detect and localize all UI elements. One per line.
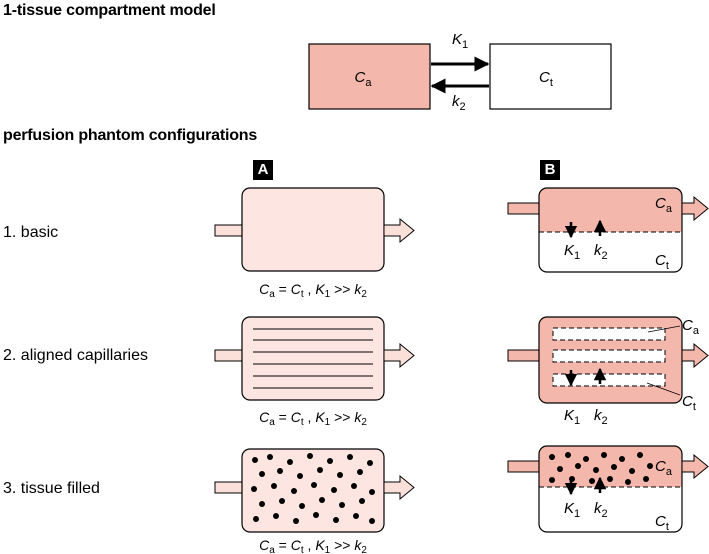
phantom-box [538,445,683,533]
config-b-tissue-filled: Ca Ct K1 k2 [507,445,709,533]
config-b-basic: Ca Ct K1 k2 [507,187,709,273]
ca-label: Ca [655,458,673,478]
equilibrium-caption: Ca = Ct , K1 >> k2 [259,409,367,428]
tissue-dots [251,453,375,524]
configurations-title: perfusion phantom configurations [3,127,258,144]
outflow-arrow [383,217,415,244]
equilibrium-caption: Ca = Ct , K1 >> k2 [259,537,367,554]
row-label-tissue-filled: 3. tissue filled [3,480,100,497]
inflow-arrow [214,224,246,237]
outflow-arrow [681,195,709,222]
ca-label: Ca [682,317,700,337]
row-label-aligned-capillaries: 2. aligned capillaries [3,347,148,364]
ct-label: Ct [655,513,669,533]
column-a-badge: A [253,160,273,180]
capillary-lines [253,328,373,389]
config-a-basic: Ca = Ct , K1 >> k2 [214,187,415,300]
phantom-box [538,187,683,273]
config-a-aligned-capillaries: Ca = Ct , K1 >> k2 [214,316,415,428]
inflow-arrow [507,202,543,215]
config-a-tissue-filled: Ca = Ct , K1 >> k2 [214,448,415,554]
inflow-arrow [507,349,543,362]
compartment-model: Ca Ct K1 k2 [308,31,612,113]
ct-label: Ct [655,252,669,272]
inflow-arrow [214,349,246,362]
arterial-compartment-label: Ca [355,69,373,89]
ca-leader-line [647,325,681,333]
outflow-arrow [383,342,415,369]
outflow-arrow [681,453,709,480]
ct-leader-line [646,382,681,396]
tissue-dots [549,452,653,485]
outflow-arrow [681,342,709,369]
tissue-compartment-label: Ct [539,69,553,89]
k2-rate-label: k2 [452,93,466,113]
ca-label: Ca [655,195,673,215]
inflow-arrow [507,460,543,473]
k2-label: k2 [594,407,608,427]
k1-label: K1 [564,242,580,262]
k1-rate-label: K1 [452,31,468,51]
outflow-arrow [383,474,415,501]
k1-label: K1 [564,407,580,427]
column-b-badge: B [540,160,560,180]
k2-label: k2 [594,242,608,262]
arterial-region [539,188,682,232]
equilibrium-caption: Ca = Ct , K1 >> k2 [259,281,367,300]
arterial-compartment [308,43,431,110]
phantom-box [241,448,385,533]
model-title: 1-tissue compartment model [3,2,216,19]
k2-label: k2 [594,500,608,520]
row-label-basic: 1. basic [3,224,59,241]
inflow-arrow [214,481,246,494]
tissue-compartment [489,43,612,110]
config-b-aligned-capillaries: Ca Ct K1 k2 [507,316,709,427]
tissue-channels [552,327,666,387]
phantom-box [241,187,385,272]
k1-label: K1 [564,500,580,520]
ct-label: Ct [682,393,696,413]
